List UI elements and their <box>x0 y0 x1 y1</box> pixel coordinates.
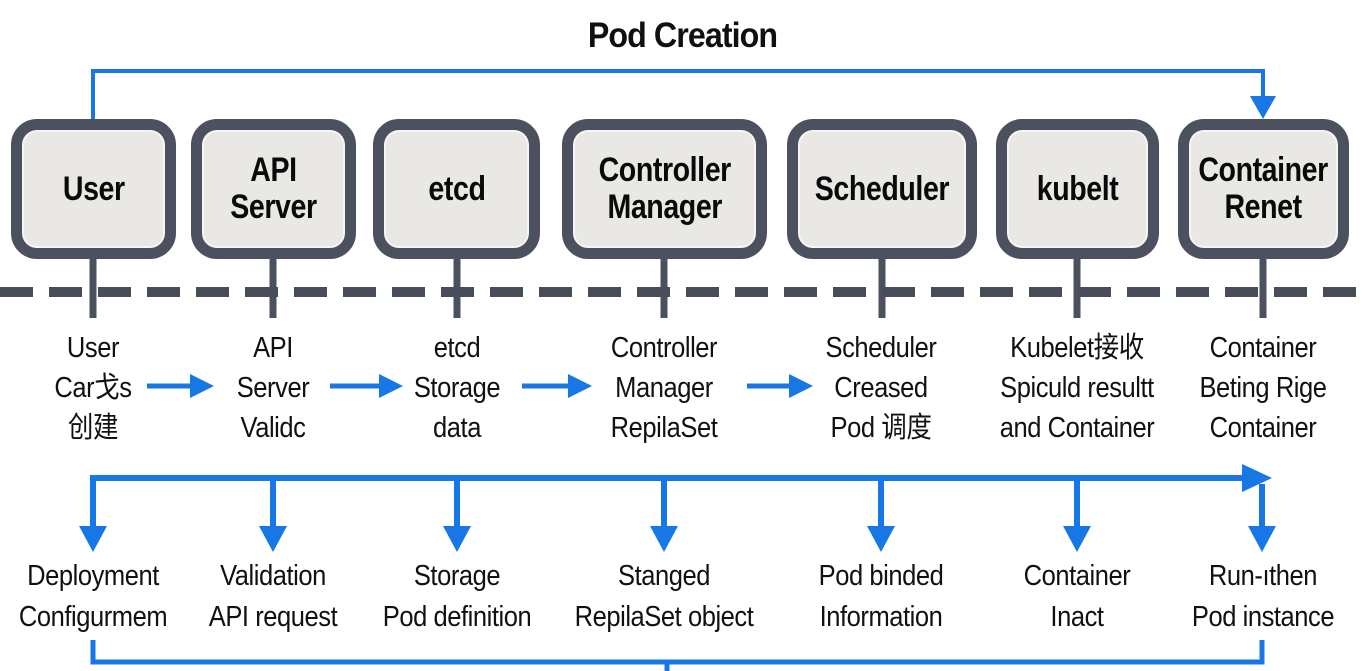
node-box-label: kubelt <box>1036 169 1119 208</box>
diagram-title: Pod Creation <box>587 16 778 55</box>
node-box-kubelt: kubelt <box>996 119 1159 259</box>
result-text-container: Container Inact <box>1023 560 1131 633</box>
flow-step-text-container: Container Beting Rige Container <box>1199 332 1327 444</box>
node-box-scheduler: Scheduler <box>787 119 977 259</box>
result-text-run-pod: Run-ıthen Pod instance <box>1191 560 1335 633</box>
result-text-validation: Validation API request <box>208 560 338 633</box>
result-text-pod-binded: Pod binded Information <box>818 560 944 633</box>
node-box-controller-manager: Controller Manager <box>562 119 767 259</box>
flow-arrows <box>147 374 813 398</box>
flow-step-text-kubelet: Kubelet接收 Spiculd resultt and Container <box>999 332 1155 444</box>
node-box-label: etcd <box>427 169 486 208</box>
node-box-label: API Server <box>230 151 317 226</box>
result-text-stanged: Stanged RepilaSet object <box>574 560 754 633</box>
top-connector <box>91 69 1276 120</box>
arrowhead-down-icon <box>1250 96 1276 119</box>
flow-step-text-user: User Car戈s 创建 <box>54 332 132 444</box>
flow-step-text-controller: Controller Manager RepilaSet <box>610 332 718 444</box>
node-box-container-renet: Container Renet <box>1178 119 1349 259</box>
result-text-deployment: Deployment Configurmem <box>18 560 168 633</box>
node-box-api-server: API Server <box>191 119 356 259</box>
node-box-label: Container Renet <box>1198 151 1329 226</box>
node-box-label: User <box>62 169 125 208</box>
node-box-label: Scheduler <box>814 169 950 208</box>
flow-step-text-api-server: API Server Validc <box>236 332 310 444</box>
node-box-label: Controller Manager <box>598 151 731 226</box>
node-box-user: User <box>11 119 176 259</box>
distributor-connector <box>79 464 1276 552</box>
node-box-etcd: etcd <box>373 119 540 259</box>
flow-step-text-scheduler: Scheduler Creased Pod 调度 <box>825 332 937 444</box>
bottom-connector <box>90 640 1265 671</box>
flow-step-text-etcd: etcd Storage data <box>413 332 501 444</box>
result-text-storage: Storage Pod definition <box>382 560 532 633</box>
